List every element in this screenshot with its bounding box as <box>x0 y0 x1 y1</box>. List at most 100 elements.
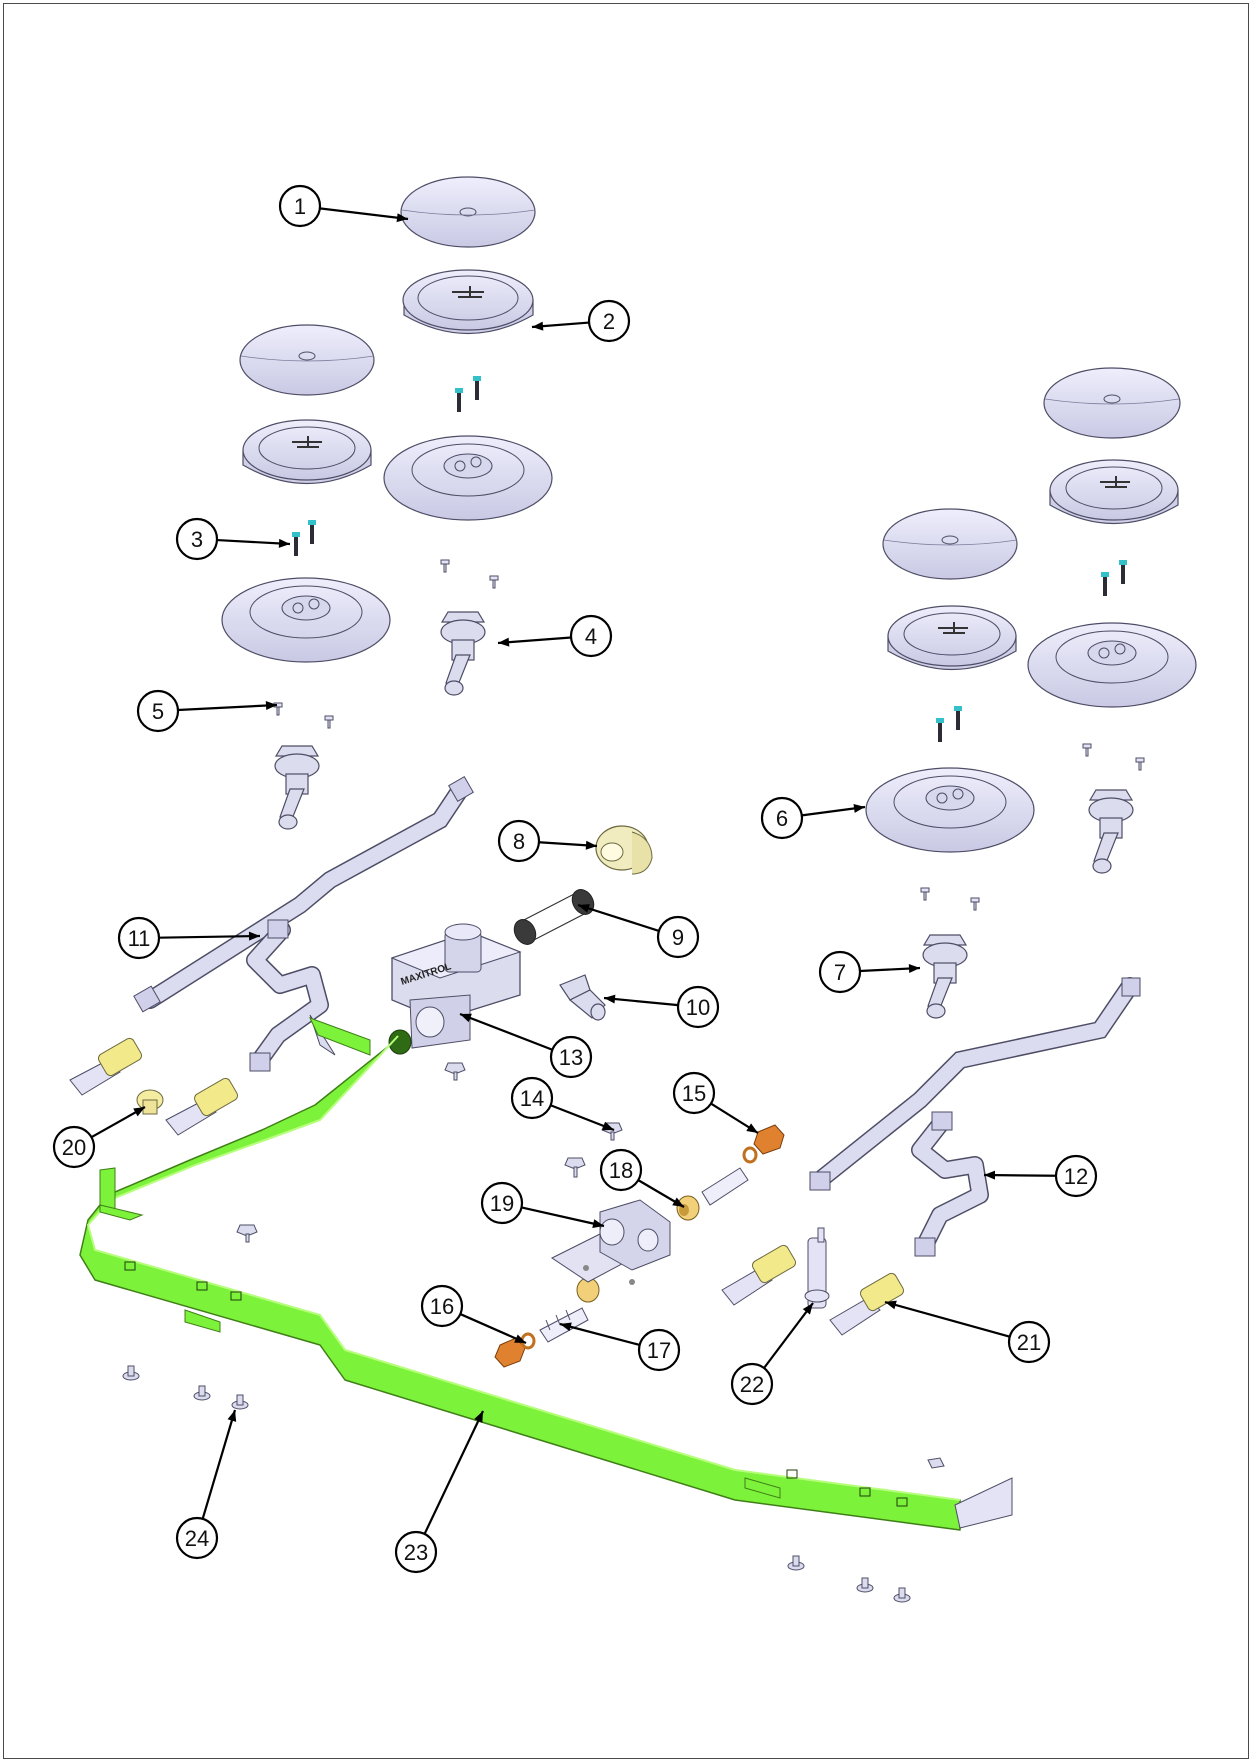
callout-circle-13 <box>549 1035 593 1079</box>
valve-cock-left-pair <box>69 1037 238 1136</box>
arrowhead-5 <box>265 701 277 711</box>
arrowhead-2 <box>532 321 544 331</box>
callout-number-20: 20 <box>62 1135 86 1160</box>
arrowhead-7 <box>908 964 920 974</box>
leader-line-19 <box>521 1206 605 1228</box>
small-screw-part-5 <box>273 559 499 729</box>
callout-number-19: 19 <box>490 1191 514 1216</box>
elbow-fitting-part-10 <box>559 974 606 1021</box>
burner-head-right-upper <box>1049 459 1179 525</box>
nipple-part-9 <box>513 889 595 945</box>
leader-line-16 <box>459 1313 527 1345</box>
leader-line-14 <box>550 1104 615 1132</box>
burner-cap-right <box>882 508 1018 580</box>
leader-line-1 <box>319 207 409 221</box>
callout-number-18: 18 <box>609 1158 633 1183</box>
callout-number-14: 14 <box>520 1086 544 1111</box>
callout-number-16: 16 <box>430 1294 454 1319</box>
callout-circle-6 <box>760 796 804 840</box>
arrowhead-23 <box>474 1411 483 1423</box>
callout-number-7: 7 <box>834 960 846 985</box>
arrowhead-10 <box>604 994 616 1004</box>
leader-line-23 <box>423 1410 484 1535</box>
callout-circle-1 <box>278 184 322 228</box>
fitting-part-22 <box>804 1227 830 1309</box>
screws-right <box>936 560 1127 742</box>
arrowhead-12 <box>984 1170 996 1180</box>
callout-number-22: 22 <box>740 1372 764 1397</box>
callout-number-24: 24 <box>185 1526 209 1551</box>
manifold-part-23 <box>79 1014 1013 1531</box>
elbow-fitting-part-8 <box>595 825 653 875</box>
leader-line-3 <box>216 538 291 546</box>
callout-number-11: 11 <box>128 926 151 951</box>
callout-number-17: 17 <box>647 1338 671 1363</box>
callout-number-2: 2 <box>603 309 615 334</box>
callout-circle-15 <box>672 1071 716 1115</box>
callout-number-5: 5 <box>152 699 164 724</box>
callout-circle-9 <box>656 915 700 959</box>
callout-circle-19 <box>480 1181 524 1225</box>
solenoid-valve-part-19 <box>551 1199 671 1285</box>
leader-line-22 <box>763 1302 814 1369</box>
arrowhead-9 <box>578 904 590 913</box>
burner-valve-right <box>1088 789 1134 874</box>
burner-bowl-right-upper <box>1027 622 1197 708</box>
callout-circle-21 <box>1007 1320 1051 1364</box>
burner-bowl-left <box>221 577 391 663</box>
burner-valve-part-4 <box>440 611 486 696</box>
nut-part-15 <box>742 1124 785 1164</box>
arrowhead-6 <box>853 803 865 813</box>
callout-circle-10 <box>676 985 720 1029</box>
arrowhead-15 <box>746 1123 758 1133</box>
burner-head-left <box>242 419 372 485</box>
callout-number-10: 10 <box>686 995 710 1020</box>
arrowhead-22 <box>802 1303 813 1315</box>
callout-number-12: 12 <box>1064 1164 1088 1189</box>
leader-line-10 <box>603 996 679 1007</box>
arrowhead-20 <box>133 1107 145 1117</box>
leader-line-17 <box>559 1322 640 1346</box>
burner-bowl-upper <box>383 435 553 521</box>
burner-cap-brand-logo <box>452 286 484 298</box>
callout-circle-16 <box>420 1284 464 1328</box>
callout-circle-24 <box>175 1516 219 1560</box>
leader-line-21 <box>884 1300 1011 1338</box>
leader-lines <box>90 207 1057 1535</box>
screw-part-14 <box>236 1062 623 1243</box>
callout-number-23: 23 <box>404 1540 428 1565</box>
screw-part-3 <box>292 376 481 556</box>
callout-number-1: 1 <box>294 194 306 219</box>
arrowhead-21 <box>885 1300 897 1310</box>
gas-tube-part-12 <box>809 977 1141 1257</box>
leader-line-13 <box>459 1012 553 1051</box>
callout-number-21: 21 <box>1017 1330 1041 1355</box>
burner-head-right <box>887 605 1017 671</box>
callout-circle-5 <box>136 689 180 733</box>
fitting-part-18 <box>576 1195 700 1303</box>
burner-cap-right-upper <box>1043 367 1181 439</box>
arrowhead-14 <box>602 1121 614 1131</box>
arrowhead-17 <box>560 1322 572 1332</box>
leader-line-5 <box>177 703 278 712</box>
burner-head-part-2 <box>402 269 534 335</box>
callout-number-13: 13 <box>559 1045 583 1070</box>
callout-circle-22 <box>730 1362 774 1406</box>
burner-cap-left <box>239 324 375 396</box>
arrowhead-18 <box>672 1197 684 1207</box>
arrowhead-3 <box>278 538 290 548</box>
leader-line-9 <box>577 903 660 932</box>
burner-valve-left <box>274 745 320 830</box>
callout-circle-8 <box>497 819 541 863</box>
arrowhead-4 <box>498 637 510 647</box>
callout-circle-2 <box>587 299 631 343</box>
callout-number-9: 9 <box>672 925 684 950</box>
leader-line-12 <box>983 1173 1057 1177</box>
arrowhead-24 <box>227 1410 237 1422</box>
callout-number-15: 15 <box>682 1081 706 1106</box>
arrowhead-1 <box>396 213 408 223</box>
callout-circle-12 <box>1054 1154 1098 1198</box>
callout-circle-3 <box>175 517 219 561</box>
